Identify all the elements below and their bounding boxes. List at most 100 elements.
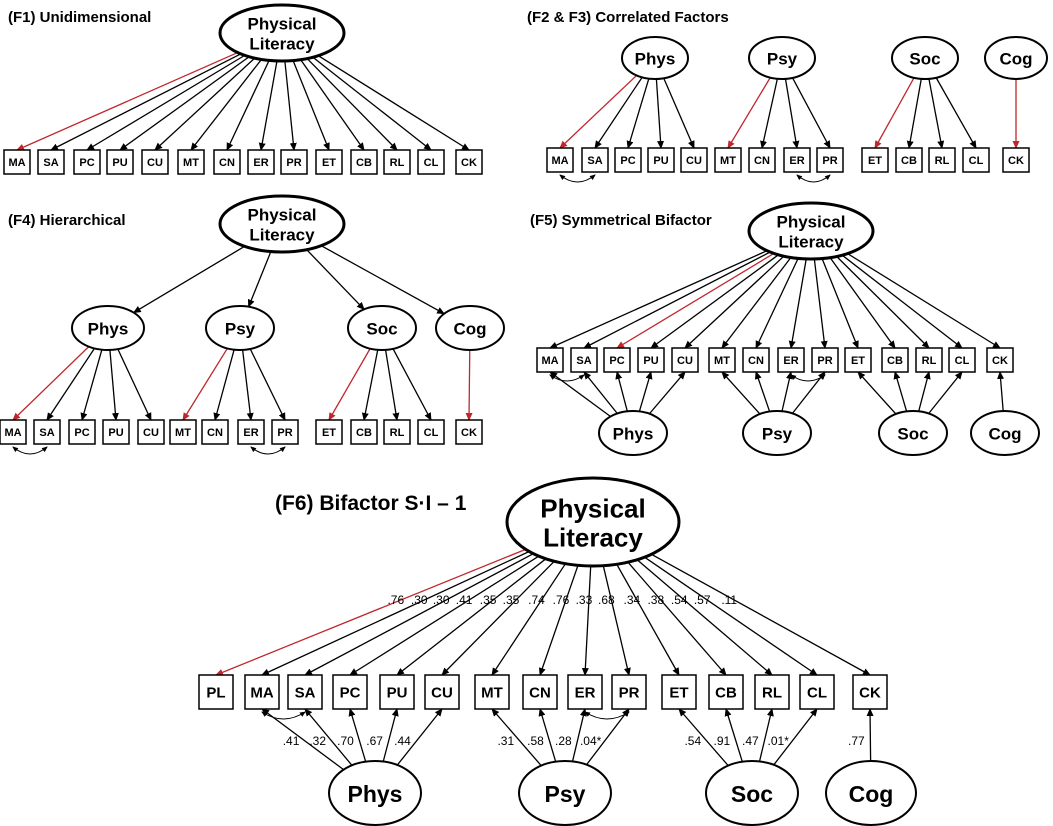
f5-general-loading-sa: [583, 251, 771, 349]
f5-indicator-cu-label: CU: [677, 355, 693, 367]
f2-indicator-ck-box: [1002, 147, 1030, 173]
f6-specific-loading-cl: [773, 708, 818, 766]
f2-factor-psy-label: Psy: [767, 50, 798, 69]
f6-indicator-pu-label: PU: [387, 685, 408, 702]
f4-factor-cog-label: Cog: [453, 320, 486, 339]
f6-specific-loading-er: [571, 708, 587, 762]
f5-indicator-cl-box: [948, 347, 976, 373]
f1-indicator-cl-box: [417, 149, 445, 175]
f6-indicator-cu-box: [424, 674, 460, 710]
f6-specific-loading-ma: [261, 708, 344, 771]
f6-general-loading-cn: [538, 565, 579, 676]
f4-general-factor-ellipse: [218, 194, 346, 254]
f5-indicator-sa-box: [570, 347, 598, 373]
f5-general-loading-cn: [755, 258, 799, 349]
f1-loading-ma: [16, 51, 238, 151]
f6-specific-coef-mt: .31: [497, 734, 514, 748]
f2-loading-et: [874, 77, 915, 149]
f1-loading-pr: [284, 60, 297, 151]
f1-indicator-cb-label: CB: [356, 157, 372, 169]
f6-general-factor-label-0: Physical: [540, 494, 646, 524]
f4-higher-order-phys: [132, 245, 245, 314]
f5-indicator-cb-label: CB: [887, 355, 903, 367]
f5-covariance-ma-sa: [549, 374, 585, 382]
f2-loading-pc: [626, 78, 650, 149]
f4-loading-pr: [249, 348, 286, 421]
f6-indicator-pr-box: [611, 674, 647, 710]
f4-indicator-sa-box: [33, 419, 61, 445]
f2-indicator-er-label: ER: [789, 155, 804, 167]
f6-general-coef-mt: .74: [528, 593, 545, 607]
f1-indicator-pc-label: PC: [79, 157, 94, 169]
f1-loading-pu: [119, 56, 250, 151]
f4-higher-order-soc: [306, 249, 365, 311]
f6-indicator-pu-box: [379, 674, 415, 710]
f6-specific-loading-cu: [396, 708, 443, 766]
f6-indicator-mt-box: [474, 674, 510, 710]
f1-indicator-et-box: [315, 149, 343, 175]
f4-loading-cb: [361, 349, 379, 421]
f6-indicator-mt-label: MT: [481, 685, 503, 702]
f1-indicator-cn-box: [213, 149, 241, 175]
f1-indicator-pr-box: [280, 149, 308, 175]
f6-general-coef-cn: .76: [553, 593, 570, 607]
f6-factor-soc-label: Soc: [731, 781, 773, 807]
f1-indicator-er-label: ER: [253, 157, 268, 169]
f2-indicator-cn-label: CN: [754, 155, 770, 167]
f6-indicator-et-box: [661, 674, 697, 710]
f4-indicator-cu-box: [137, 419, 165, 445]
f4-loading-pu: [109, 349, 119, 421]
f2-indicator-pr-box: [816, 147, 844, 173]
f1-title: (F1) Unidimensional: [8, 9, 151, 26]
f6-general-loading-pl: [215, 548, 526, 676]
f6-factor-psy-ellipse: [518, 760, 612, 826]
f4-indicator-pu-label: PU: [108, 427, 123, 439]
f6-indicator-er-box: [567, 674, 603, 710]
f5-indicator-cn-label: CN: [748, 355, 764, 367]
f5-specific-loading-cb: [893, 371, 908, 412]
f4-indicator-rl-label: RL: [390, 427, 405, 439]
f1-indicator-cn-label: CN: [219, 157, 235, 169]
f2-factor-phys-ellipse: [621, 36, 689, 80]
f6-indicator-cb-label: CB: [715, 685, 737, 702]
f1-indicator-pr-label: PR: [286, 157, 301, 169]
f6-general-coef-er: .33: [576, 593, 593, 607]
f4-indicator-mt-label: MT: [175, 427, 191, 439]
f5-general-loading-pc: [616, 252, 775, 349]
f4-indicator-mt-box: [169, 419, 197, 445]
f4-factor-cog-ellipse: [435, 305, 505, 351]
f4-indicator-cb-box: [350, 419, 378, 445]
f5-specific-loading-cu: [648, 371, 686, 415]
f1-indicator-pu-box: [106, 149, 134, 175]
f6-specific-coef-cu: .44: [394, 734, 411, 748]
f6-specific-coef-cl: .01*: [768, 734, 790, 748]
f2-factor-soc-ellipse: [891, 36, 959, 80]
f2-indicator-pr-label: PR: [822, 155, 837, 167]
f4-indicator-cn-box: [201, 419, 229, 445]
f5-indicator-et-box: [844, 347, 872, 373]
f6-general-coef-pr: .68: [598, 593, 615, 607]
f5-general-loading-cu: [684, 255, 785, 349]
f4-factor-psy-ellipse: [205, 305, 275, 351]
f6-specific-loading-pu: [382, 708, 399, 762]
f6-indicator-cl-label: CL: [807, 685, 827, 702]
f1-general-factor-label-0: Physical: [248, 15, 317, 34]
f5-indicator-mt-box: [708, 347, 736, 373]
f4-indicator-et-box: [315, 419, 343, 445]
f2-loading-rl: [928, 78, 945, 149]
f6-indicator-pr-label: PR: [619, 685, 640, 702]
f4-indicator-ck-label: CK: [461, 427, 477, 439]
f4-factor-soc-ellipse: [347, 305, 417, 351]
f5-specific-loading-et: [857, 371, 897, 415]
f2-indicator-mt-box: [714, 147, 742, 173]
f6-specific-coef-ma: .41: [283, 734, 300, 748]
f4-indicator-pr-box: [271, 419, 299, 445]
f2-covariance-ma-sa: [559, 174, 596, 183]
f1-loading-cb: [300, 59, 365, 151]
f6-specific-coef-et: .54: [684, 734, 701, 748]
f4-indicator-cu-label: CU: [143, 427, 159, 439]
f1-indicator-sa-label: SA: [43, 157, 58, 169]
f4-loading-rl: [384, 349, 400, 421]
f5-factor-cog-ellipse: [970, 410, 1040, 456]
